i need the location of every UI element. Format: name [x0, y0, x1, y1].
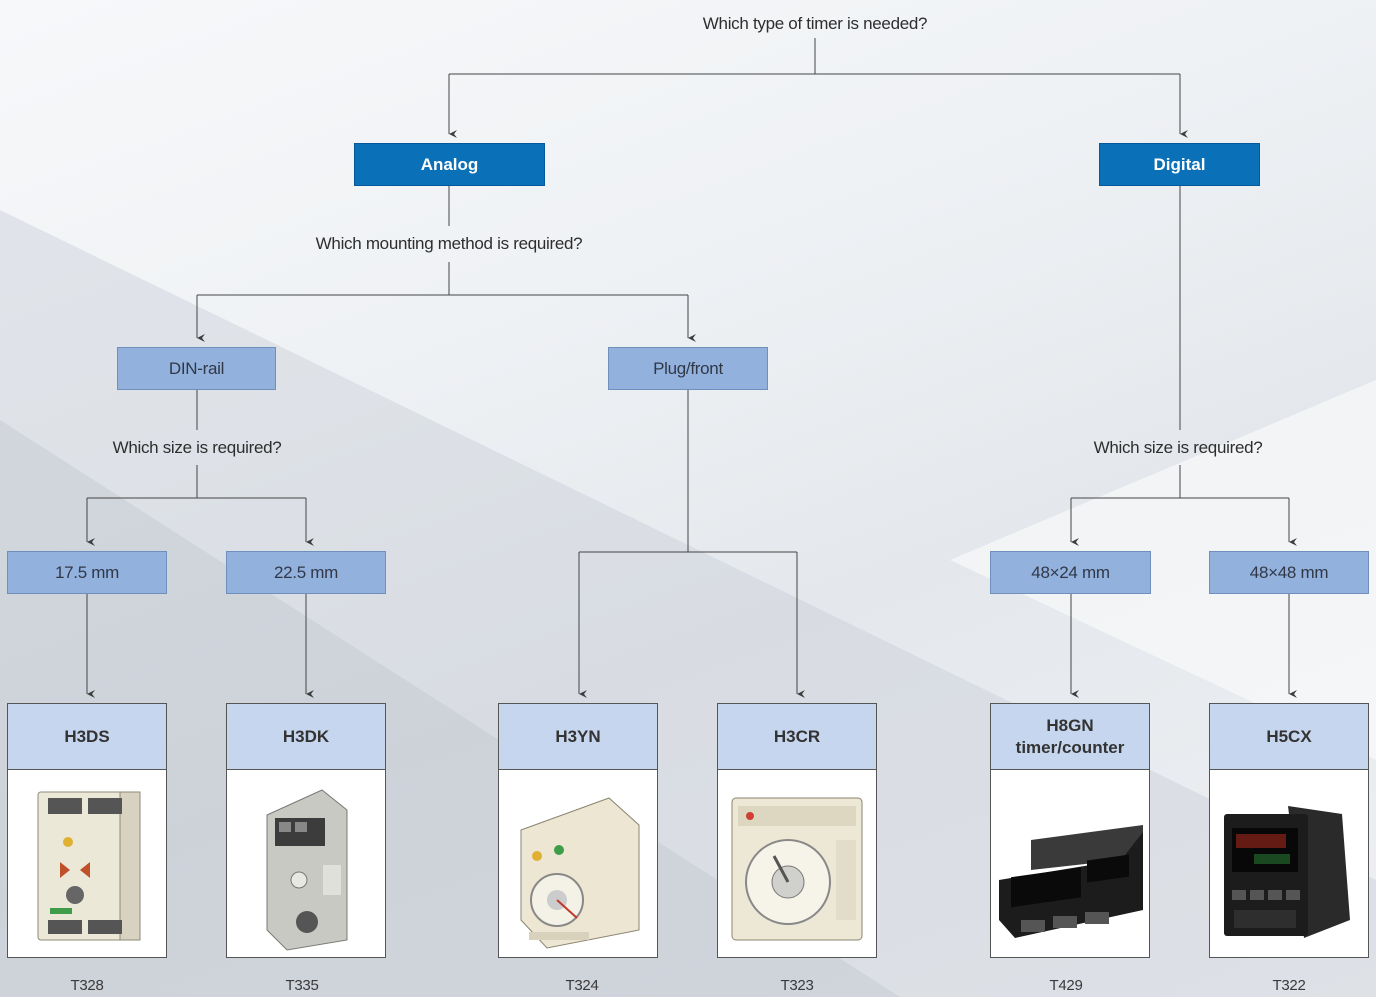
ref-h3ds: T328 — [70, 977, 104, 994]
product-name: H3DS — [64, 726, 110, 746]
product-name: H3YN — [555, 726, 601, 746]
size-48x48mm-box: 48×48 mm — [1209, 551, 1369, 594]
analog-box: Analog — [354, 143, 545, 186]
digital-box: Digital — [1099, 143, 1260, 186]
size-48x24mm-box: 48×24 mm — [990, 551, 1151, 594]
question-size-analog: Which size is required? — [112, 438, 282, 457]
product-card-h3dk: H3DK — [226, 703, 386, 958]
h3ds-product-image — [8, 770, 166, 957]
product-name: H3CR — [773, 726, 821, 746]
din-rail-box: DIN-rail — [117, 347, 276, 390]
product-card-h3yn: H3YN — [498, 703, 658, 958]
product-card-h3ds: H3DS — [7, 703, 167, 958]
h5cx-product-image — [1210, 770, 1368, 957]
ref-h5cx: T322 — [1272, 977, 1306, 994]
product-subtitle: timer/counter — [1015, 737, 1125, 757]
h3dk-product-image — [227, 770, 385, 957]
size-17-5mm-box: 17.5 mm — [7, 551, 167, 594]
product-card-h8gn: H8GN timer/counter — [990, 703, 1150, 958]
ref-h3dk: T335 — [285, 977, 319, 994]
h3cr-product-image — [718, 770, 876, 957]
question-size-digital: Which size is required? — [1093, 438, 1263, 457]
question-timer-type: Which type of timer is needed? — [702, 14, 928, 33]
product-name: H3DK — [282, 726, 330, 746]
product-name: H5CX — [1266, 726, 1312, 746]
ref-h3yn: T324 — [565, 977, 599, 994]
ref-h3cr: T323 — [780, 977, 814, 994]
size-22-5mm-box: 22.5 mm — [226, 551, 386, 594]
product-name: H8GN — [1046, 716, 1094, 736]
h3yn-product-image — [499, 770, 657, 957]
plug-front-box: Plug/front — [608, 347, 768, 390]
product-card-h3cr: H3CR — [717, 703, 877, 958]
product-card-h5cx: H5CX — [1209, 703, 1369, 958]
ref-h8gn: T429 — [1049, 977, 1083, 994]
h8gn-product-image — [991, 770, 1149, 957]
question-mounting-method: Which mounting method is required? — [315, 234, 583, 253]
